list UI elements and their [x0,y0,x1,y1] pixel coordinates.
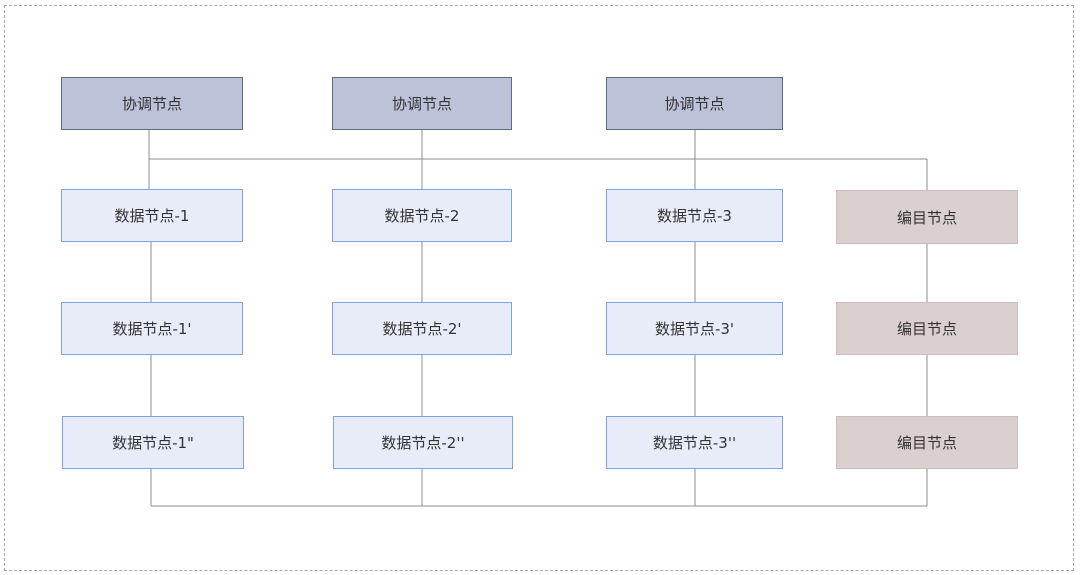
data-node-2-replica-2: 数据节点-2'' [333,416,513,469]
catalog-node-2: 编目节点 [836,302,1018,355]
coordinator-node-2-label: 协调节点 [391,95,452,113]
data-node-2-replica-1-label: 数据节点-2' [382,320,462,338]
data-node-1-replica-1: 数据节点-1' [61,302,243,355]
coordinator-node-3: 协调节点 [606,77,783,130]
coordinator-node-1-label: 协调节点 [121,95,182,113]
catalog-node-1-label: 编目节点 [896,208,957,227]
data-node-2-label: 数据节点-2 [384,207,460,225]
data-node-2-replica-1: 数据节点-2' [332,302,512,355]
diagram-frame [4,5,1074,571]
data-node-2-replica-2-label: 数据节点-2'' [381,434,465,452]
data-node-3: 数据节点-3 [606,189,783,242]
catalog-node-3-label: 编目节点 [896,434,957,452]
catalog-node-3: 编目节点 [836,416,1018,469]
data-node-1-replica-2: 数据节点-1" [62,416,244,469]
catalog-node-1: 编目节点 [836,190,1018,244]
coordinator-node-3-label: 协调节点 [664,95,725,113]
coordinator-node-2: 协调节点 [332,77,512,130]
data-node-1: 数据节点-1 [61,189,243,242]
data-node-1-replica-2-label: 数据节点-1" [112,434,194,452]
data-node-3-replica-1: 数据节点-3' [606,302,783,355]
data-node-3-replica-1-label: 数据节点-3' [654,320,735,338]
data-node-3-replica-2-label: 数据节点-3'' [652,434,737,452]
data-node-1-replica-1-label: 数据节点-1' [112,320,192,338]
data-node-3-replica-2: 数据节点-3'' [606,416,783,469]
data-node-1-label: 数据节点-1 [114,207,190,225]
coordinator-node-1: 协调节点 [61,77,243,130]
data-node-3-label: 数据节点-3 [657,207,732,225]
catalog-node-2-label: 编目节点 [896,320,957,338]
data-node-2: 数据节点-2 [332,189,512,242]
